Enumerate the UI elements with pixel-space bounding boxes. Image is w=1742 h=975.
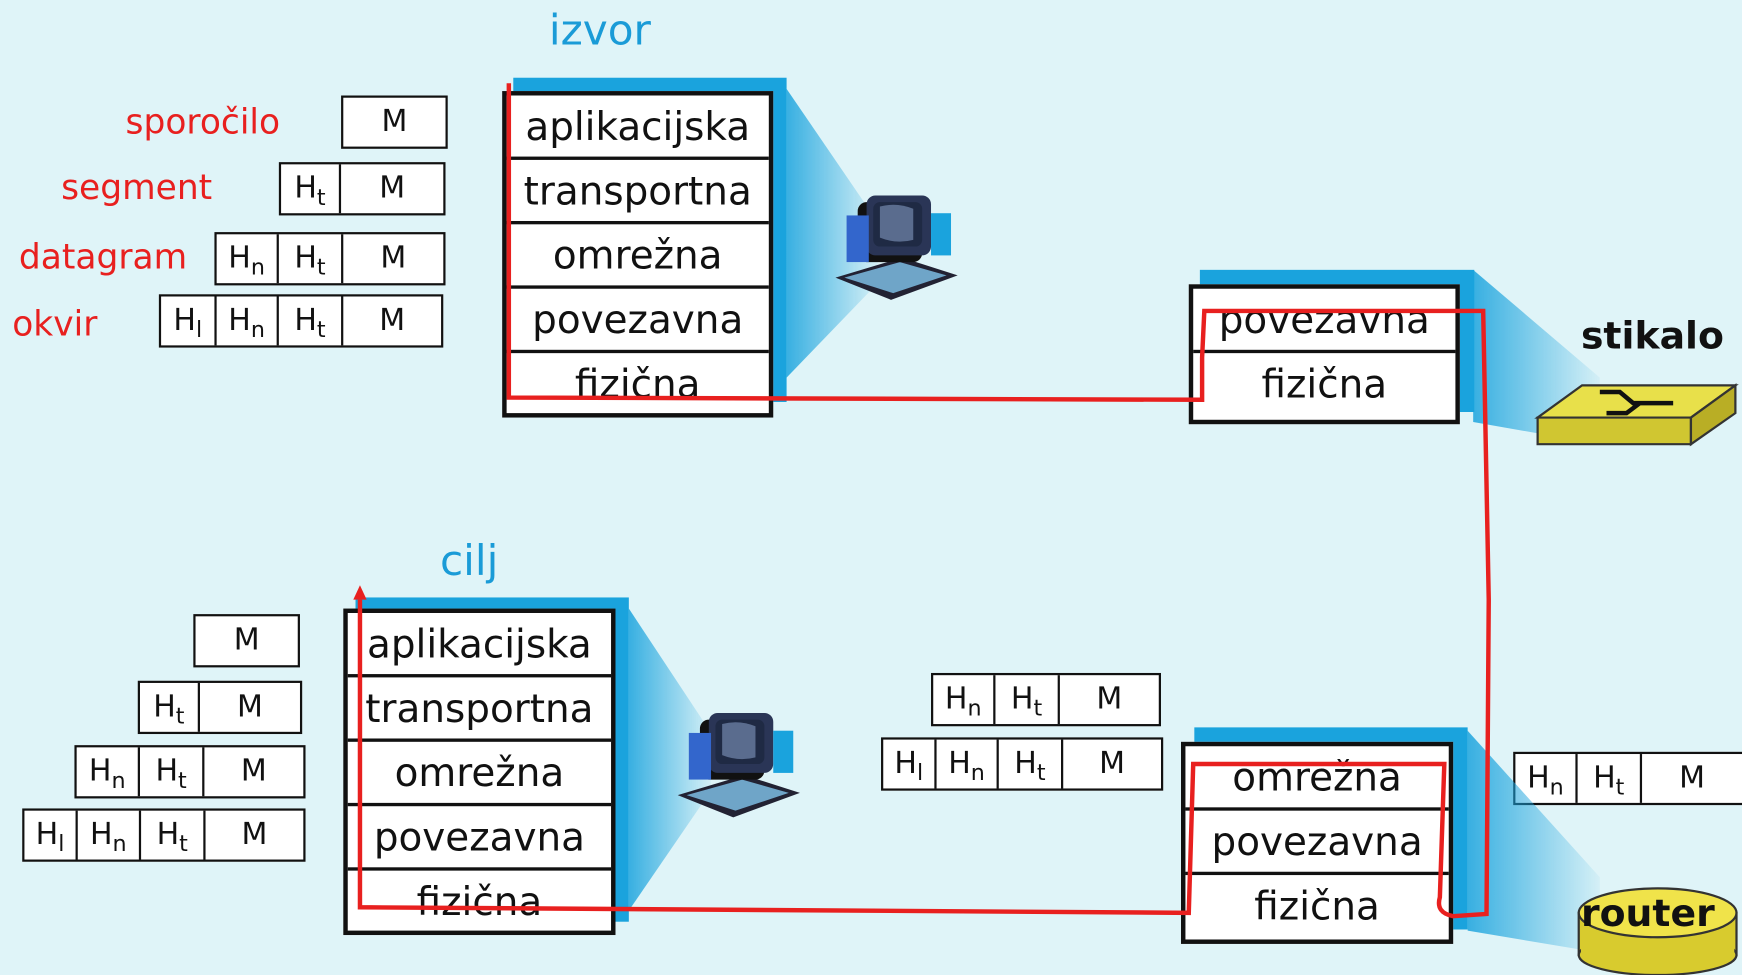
router-packet-datagram-out: Hn Ht M bbox=[1513, 751, 1742, 806]
source-layer-link: povezavna bbox=[506, 289, 769, 354]
destination-layer-link: povezavna bbox=[347, 806, 612, 871]
destination-computer-icon bbox=[677, 712, 800, 818]
destination-layer-network: omrežna bbox=[347, 742, 612, 807]
cell-m: M bbox=[379, 303, 406, 338]
packet-frame: Hl Hn Ht M bbox=[158, 294, 444, 348]
destination-wedge bbox=[628, 608, 712, 911]
dest-packet-frame: Hl Hn Ht M bbox=[22, 808, 306, 862]
cell-m: M bbox=[380, 240, 407, 276]
cell-hn: Hn bbox=[217, 234, 279, 284]
router-stack: omrežna povezavna fizična bbox=[1180, 741, 1454, 944]
path-arrowhead-icon bbox=[353, 585, 367, 600]
cell-ht: Ht bbox=[1578, 754, 1643, 803]
label-frame: okvir bbox=[12, 304, 98, 345]
source-wedge bbox=[786, 88, 878, 378]
router-layer-physical: fizična bbox=[1254, 885, 1380, 930]
packet-message: M bbox=[341, 95, 448, 149]
router-layer-link: povezavna bbox=[1185, 811, 1449, 876]
cell-m: M bbox=[379, 171, 406, 206]
destination-title: cilj bbox=[439, 536, 499, 586]
destination-layer-transport: transportna bbox=[347, 677, 612, 742]
destination-layer-application: aplikacijska bbox=[347, 613, 612, 678]
destination-layer-physical: fizična bbox=[416, 880, 543, 926]
source-layer-application: aplikacijska bbox=[506, 96, 769, 160]
cell-hl: Hl bbox=[24, 810, 78, 860]
cell-ht: Ht bbox=[140, 747, 205, 797]
packet-datagram: Hn Ht M bbox=[214, 232, 446, 286]
switch-stack: povezavna fizična bbox=[1188, 284, 1460, 425]
cell-ht: Ht bbox=[140, 682, 200, 732]
data-path bbox=[357, 83, 1491, 919]
cell-hn: Hn bbox=[937, 739, 999, 789]
source-layer-transport: transportna bbox=[506, 160, 769, 225]
cell-m: M bbox=[381, 104, 408, 139]
cell-hl: Hl bbox=[161, 296, 217, 346]
cell-hl: Hl bbox=[883, 739, 937, 789]
cell-m: M bbox=[1679, 760, 1705, 796]
cell-ht: Ht bbox=[281, 164, 342, 214]
cell-ht: Ht bbox=[279, 296, 344, 346]
cell-hn: Hn bbox=[217, 296, 279, 346]
label-segment: segment bbox=[61, 167, 213, 208]
cell-hn: Hn bbox=[933, 675, 996, 725]
cell-ht: Ht bbox=[279, 234, 344, 284]
source-computer-icon bbox=[835, 195, 958, 300]
router-packet-datagram-in: Hn Ht M bbox=[931, 672, 1161, 727]
cell-m: M bbox=[233, 622, 260, 658]
switch-icon bbox=[1534, 383, 1739, 447]
cell-m: M bbox=[1096, 681, 1123, 717]
cell-m: M bbox=[1099, 746, 1126, 781]
router-packet-frame-in: Hl Hn Ht M bbox=[881, 737, 1164, 791]
cell-ht: Ht bbox=[999, 739, 1064, 789]
switch-layer-link: povezavna bbox=[1193, 289, 1456, 354]
packet-segment: Ht M bbox=[278, 162, 446, 216]
cell-hn: Hn bbox=[1515, 754, 1578, 803]
label-datagram: datagram bbox=[18, 237, 188, 278]
source-stack: aplikacijska transportna omrežna povezav… bbox=[502, 91, 774, 418]
source-layer-network: omrežna bbox=[506, 224, 769, 289]
dest-packet-message: M bbox=[193, 614, 300, 668]
source-title: izvor bbox=[548, 5, 651, 55]
cell-m: M bbox=[241, 817, 268, 852]
cell-m: M bbox=[240, 754, 267, 789]
router-wedge bbox=[1467, 730, 1600, 953]
cell-ht: Ht bbox=[995, 675, 1060, 725]
cell-ht: Ht bbox=[141, 810, 206, 860]
dest-packet-datagram: Hn Ht M bbox=[74, 745, 306, 799]
cell-hn: Hn bbox=[78, 810, 142, 860]
dest-packet-segment: Ht M bbox=[137, 680, 303, 735]
router-label: router bbox=[1580, 891, 1715, 937]
destination-stack: aplikacijska transportna omrežna povezav… bbox=[343, 608, 616, 936]
cell-hn: Hn bbox=[77, 747, 140, 797]
router-icon bbox=[1577, 887, 1738, 975]
cell-m: M bbox=[237, 689, 263, 725]
switch-layer-physical: fizična bbox=[1261, 363, 1388, 408]
label-message: sporočilo bbox=[125, 102, 281, 143]
switch-label: stikalo bbox=[1580, 314, 1724, 359]
